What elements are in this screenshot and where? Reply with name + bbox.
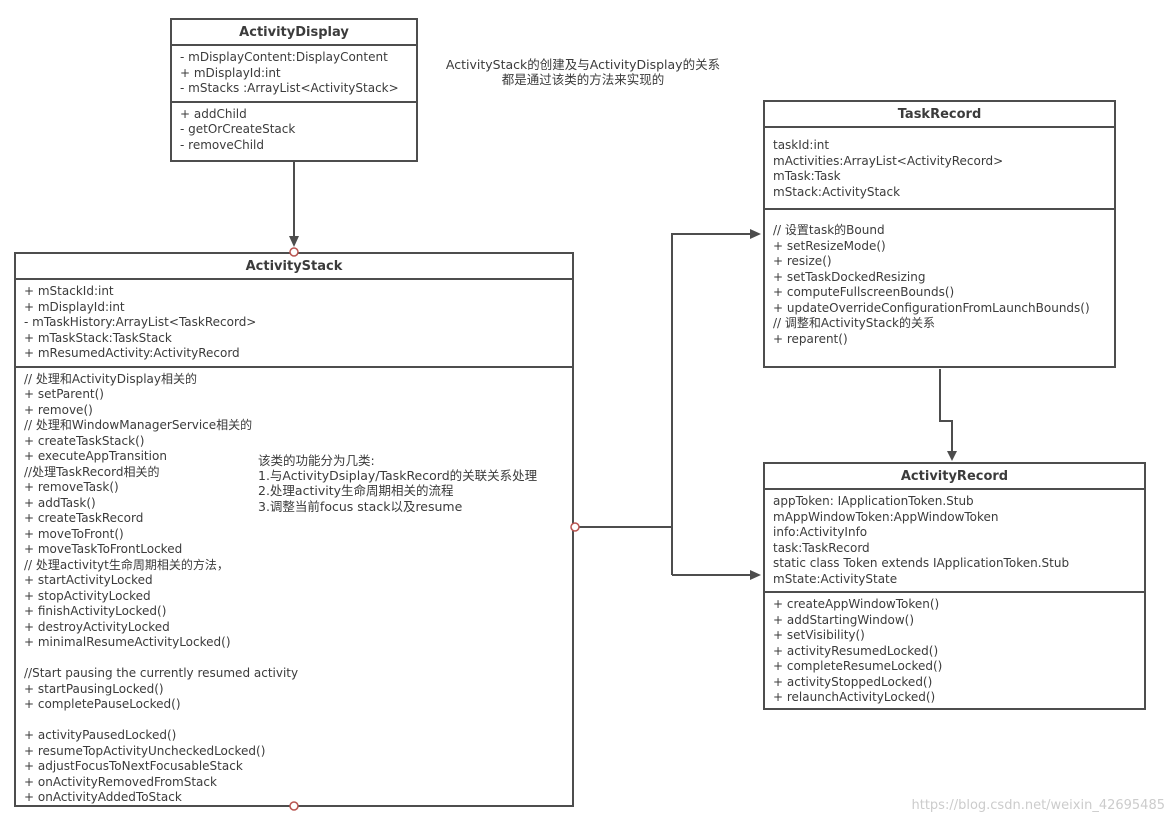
- note-line: ActivityStack的创建及与ActivityDisplay的关系: [445, 57, 721, 72]
- method-row: + createTaskStack(): [24, 433, 145, 448]
- connector-stack-branch: [575, 233, 751, 576]
- field-row: - mTaskHistory:ArrayList<TaskRecord>: [24, 315, 257, 329]
- method-row: + remove(): [24, 402, 93, 417]
- method-row: + stopActivityLocked: [24, 588, 151, 603]
- note-line: 3.调整当前focus stack以及resume: [258, 498, 463, 514]
- method-row: //处理TaskRecord相关的: [24, 464, 160, 479]
- note-line: 1.与ActivityDsiplay/TaskRecord的关联关系处理: [258, 468, 538, 484]
- method-row: + activityPausedLocked(): [24, 728, 177, 742]
- method-row: + setTaskDockedResizing: [773, 269, 926, 284]
- field-row: taskId:int: [773, 138, 830, 152]
- note-line: 2.处理activity生命周期相关的流程: [258, 483, 454, 499]
- note-line: 都是通过该类的方法来实现的: [501, 72, 665, 88]
- method-row: [24, 651, 564, 667]
- method-row: + moveTaskToFrontLocked: [24, 542, 183, 556]
- method-row: + reparent(): [773, 331, 848, 346]
- method-row: + setParent(): [24, 387, 104, 401]
- field-row: + mStackId:int: [24, 284, 114, 298]
- class-title: ActivityStack: [16, 254, 572, 280]
- class-title: ActivityRecord: [765, 464, 1144, 490]
- uml-class-activitystack: ActivityStack + mStackId:int+ mDisplayId…: [14, 252, 574, 807]
- method-row: + removeTask(): [24, 480, 119, 494]
- method-row: + startPausingLocked(): [24, 681, 164, 696]
- watermark-url: https://blog.csdn.net/weixin_42695485: [911, 798, 1165, 813]
- method-row: - getOrCreateStack: [180, 122, 296, 136]
- method-row: + activityStoppedLocked(): [773, 674, 933, 689]
- field-row: static class Token extends IApplicationT…: [773, 556, 1070, 570]
- field-row: mAppWindowToken:AppWindowToken: [773, 509, 999, 524]
- fields-section: + mStackId:int+ mDisplayId:int- mTaskHis…: [16, 280, 572, 368]
- method-row: // 调整和ActivityStack的关系: [773, 316, 936, 330]
- field-row: - mDisplayContent:DisplayContent: [180, 50, 388, 64]
- field-row: mTask:Task: [773, 169, 841, 183]
- method-row: + resize(): [773, 254, 832, 268]
- field-row: - mStacks :ArrayList<ActivityStack>: [180, 81, 399, 95]
- methods-section: + addChild- getOrCreateStack- removeChil…: [172, 103, 416, 158]
- method-row: //Start pausing the currently resumed ac…: [24, 666, 299, 680]
- field-row: mState:ActivityState: [773, 571, 898, 586]
- arrowhead-right-taskrecord-icon: [750, 229, 761, 239]
- field-row: + mDisplayId:int: [180, 65, 281, 80]
- method-row: // 处理activityt生命周期相关的方法，: [24, 557, 229, 572]
- field-row: + mTaskStack:TaskStack: [24, 330, 172, 345]
- methods-section: + createAppWindowToken()+ addStartingWin…: [765, 593, 1144, 708]
- class-title: ActivityDisplay: [172, 20, 416, 46]
- method-row: + activityResumedLocked(): [773, 643, 939, 658]
- note-activitydisplay: ActivityStack的创建及与ActivityDisplay的关系都是通过…: [438, 57, 728, 87]
- method-row: + updateOverrideConfigurationFromLaunchB…: [773, 300, 1090, 315]
- arrowhead-down-activityrecord-icon: [947, 451, 957, 461]
- method-row: // 处理和ActivityDisplay相关的: [24, 371, 198, 386]
- field-row: + mResumedActivity:ActivityRecord: [24, 346, 240, 360]
- method-row: // 处理和WindowManagerService相关的: [24, 418, 253, 432]
- method-row: + minimalResumeActivityLocked(): [24, 635, 231, 649]
- methods-section: // 处理和ActivityDisplay相关的+ setParent()+ r…: [16, 368, 572, 806]
- method-row: + createTaskRecord: [24, 511, 144, 525]
- class-title: TaskRecord: [765, 102, 1114, 128]
- note-line: 该类的功能分为几类:: [258, 453, 375, 468]
- method-row: + completeResumeLocked(): [773, 659, 943, 673]
- field-row: info:ActivityInfo: [773, 525, 868, 539]
- field-row: task:TaskRecord: [773, 540, 870, 555]
- method-row: + setResizeMode(): [773, 238, 886, 253]
- method-row: [24, 713, 564, 729]
- method-row: + relaunchActivityLocked(): [773, 690, 936, 704]
- method-row: + completePauseLocked(): [24, 697, 181, 711]
- method-row: + addStartingWindow(): [773, 612, 915, 627]
- method-row: + createAppWindowToken(): [773, 597, 940, 611]
- method-row: + finishActivityLocked(): [24, 604, 167, 618]
- method-row: + adjustFocusToNextFocusableStack: [24, 759, 243, 773]
- method-row: + setVisibility(): [773, 628, 865, 642]
- connector-taskrecord-to-activityrecord: [939, 369, 953, 451]
- method-row: + resumeTopActivityUncheckedLocked(): [24, 743, 266, 758]
- method-row: + onActivityAddedToStack: [24, 790, 182, 804]
- method-row: + computeFullscreenBounds(): [773, 285, 955, 299]
- method-row: + startActivityLocked: [24, 573, 153, 587]
- field-row: mStack:ActivityStack: [773, 184, 901, 199]
- note-activitystack: 该类的功能分为几类:1.与ActivityDsiplay/TaskRecord的…: [258, 453, 568, 514]
- method-row: + addTask(): [24, 495, 96, 510]
- method-row: + destroyActivityLocked: [24, 619, 170, 634]
- field-row: + mDisplayId:int: [24, 299, 125, 314]
- method-row: + moveToFront(): [24, 526, 124, 541]
- arrowhead-right-activityrecord-icon: [750, 570, 761, 580]
- arrowhead-down-icon: [289, 236, 299, 247]
- uml-class-activitydisplay: ActivityDisplay - mDisplayContent:Displa…: [170, 18, 418, 162]
- field-row: mActivities:ArrayList<ActivityRecord>: [773, 153, 1004, 168]
- method-row: + onActivityRemovedFromStack: [24, 774, 217, 789]
- method-row: // 设置task的Bound: [773, 223, 885, 237]
- fields-section: - mDisplayContent:DisplayContent+ mDispl…: [172, 46, 416, 103]
- uml-class-activityrecord: ActivityRecord appToken: IApplicationTok…: [763, 462, 1146, 710]
- method-row: + addChild: [180, 106, 247, 121]
- method-row: - removeChild: [180, 137, 264, 152]
- method-row: + executeAppTransition: [24, 449, 167, 463]
- methods-section: // 设置task的Bound+ setResizeMode()+ resize…: [765, 210, 1114, 351]
- field-row: appToken: IApplicationToken.Stub: [773, 494, 974, 508]
